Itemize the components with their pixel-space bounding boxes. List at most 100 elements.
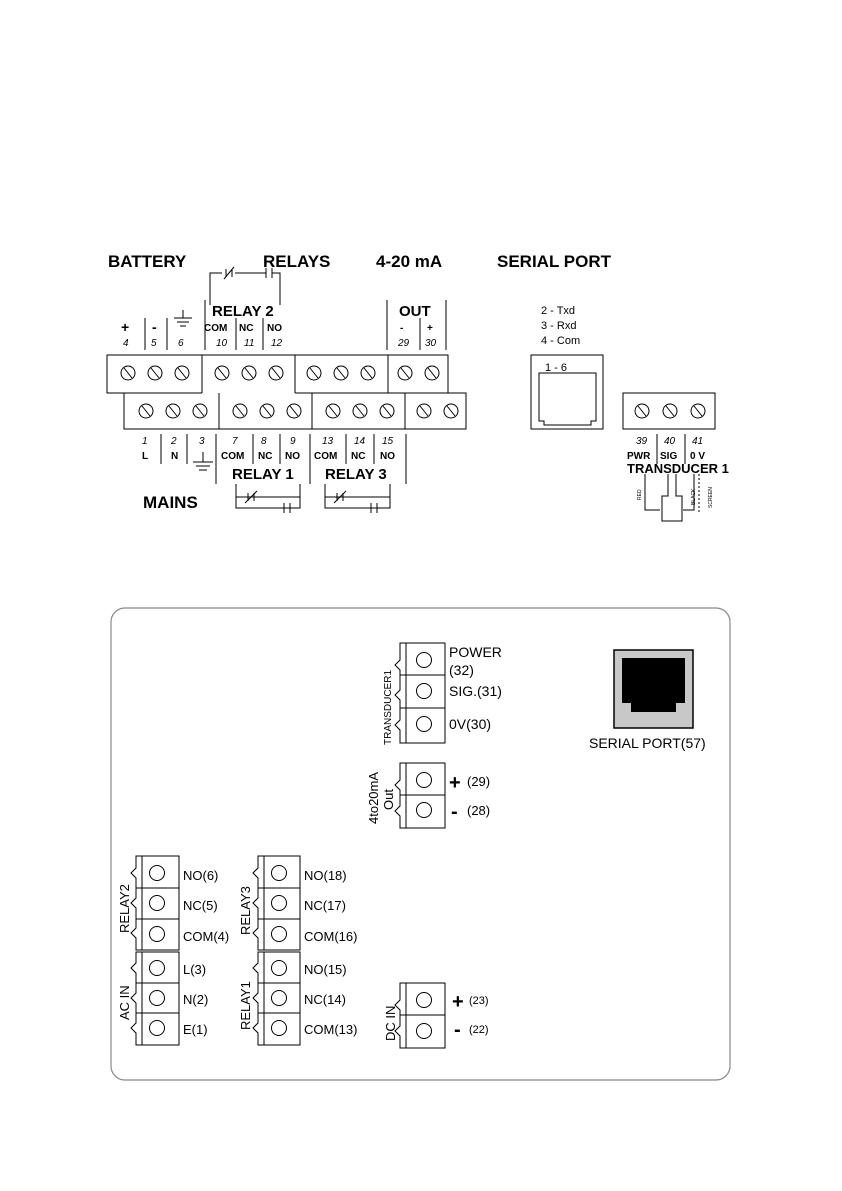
term2-label: N [171, 451, 178, 462]
relay2-title: RELAY 2 [212, 303, 274, 320]
term41-number: 41 [692, 436, 703, 447]
term7-number: 7 [232, 436, 238, 447]
relay1-title: RELAY 1 [232, 466, 294, 483]
upper-separators [144, 300, 447, 350]
term5-number: 5 [151, 338, 157, 349]
relay1-no-pin: NO(15) [304, 962, 347, 977]
relay3-connector [252, 855, 301, 951]
term3-number: 3 [199, 436, 205, 447]
wire-black-label: BLACK [691, 488, 697, 505]
term5-label: - [152, 319, 157, 335]
term39-number: 39 [636, 436, 648, 447]
serial-pin-txd: 2 - Txd [541, 305, 575, 317]
term39-label: PWR [627, 451, 651, 462]
term6-number: 6 [178, 338, 184, 349]
relays-header: RELAYS [263, 252, 330, 271]
transducer-1-title: TRANSDUCER 1 [627, 461, 729, 476]
term4-label: + [121, 319, 129, 335]
mains-header: MAINS [143, 493, 198, 512]
dc-minus-code: (22) [469, 1024, 489, 1036]
4to20ma-out-connector [394, 762, 446, 829]
transducer-wiring [644, 474, 700, 522]
term13-label: COM [314, 451, 337, 462]
dc-plus-code: (23) [469, 995, 489, 1007]
serial-pin-com: 4 - Com [541, 335, 580, 347]
term12-label: NO [267, 323, 282, 334]
transducer1-label: TRANSDUCER1 [383, 670, 394, 745]
relay3-contact-symbol [324, 484, 391, 513]
dc-in-label: DC IN [383, 1006, 398, 1041]
term1-number: 1 [142, 436, 148, 447]
relay1-com-pin: COM(13) [304, 1022, 357, 1037]
lower-separators [160, 434, 407, 484]
term8-label: NC [258, 451, 272, 462]
relay2-no-pin: NO(6) [183, 868, 218, 883]
term41-label: 0 V [690, 451, 705, 462]
transducer-power-pin: POWER [449, 644, 502, 660]
transducer-power-code: (32) [449, 662, 474, 678]
term12-number: 12 [271, 338, 283, 349]
term9-number: 9 [290, 436, 296, 447]
relay2-connector [130, 855, 180, 951]
ma-minus-code: (28) [467, 803, 490, 818]
term10-label: COM [204, 323, 227, 334]
4-20ma-header: 4-20 mA [376, 252, 442, 271]
term14-label: NC [351, 451, 365, 462]
term13-number: 13 [322, 436, 334, 447]
terminal-block-outline [106, 354, 467, 430]
term11-number: 11 [244, 338, 254, 349]
relay3-label: RELAY3 [238, 886, 253, 935]
term1-label: L [142, 451, 148, 462]
relay2-com-pin: COM(4) [183, 929, 229, 944]
relay1-label: RELAY1 [238, 981, 253, 1030]
ma-plus-sign: + [449, 772, 461, 794]
relay2-nc-pin: NC(5) [183, 898, 218, 913]
transducer-screws [634, 403, 706, 419]
dc-plus-sign: + [452, 991, 464, 1013]
dc-in-connector [394, 982, 446, 1049]
ac-e-pin: E(1) [183, 1022, 208, 1037]
upper-screw-row [120, 365, 440, 381]
term2-number: 2 [170, 436, 177, 447]
earth-ground-icon [193, 452, 213, 471]
out-title: OUT [399, 303, 431, 320]
transducer1-connector [394, 642, 446, 744]
ma-plus-code: (29) [467, 774, 490, 789]
term10-number: 10 [216, 338, 228, 349]
serial-port-rj-icon [613, 649, 694, 729]
ac-in-label: AC IN [117, 985, 132, 1020]
ground-icon [174, 310, 192, 327]
term11-label: NC [239, 323, 253, 334]
serial-pin-rxd: 3 - Rxd [541, 320, 576, 332]
relay2-label: RELAY2 [117, 884, 132, 933]
out-label: Out [381, 789, 396, 810]
term9-label: NO [285, 451, 300, 462]
transducer-0v-pin: 0V(30) [449, 716, 491, 732]
serial-port-57-label: SERIAL PORT(57) [589, 735, 706, 751]
term40-label: SIG [660, 451, 677, 462]
relay2-contact-symbol [209, 266, 281, 305]
wire-screen-label: SCREEN [708, 487, 714, 508]
term15-number: 15 [382, 436, 394, 447]
transducer-sig-pin: SIG.(31) [449, 683, 502, 699]
4to20ma-label: 4to20mA [366, 772, 381, 824]
relay3-title: RELAY 3 [325, 466, 387, 483]
ac-n-pin: N(2) [183, 992, 208, 1007]
wire-red-label: RED [637, 489, 643, 500]
term14-number: 14 [354, 436, 366, 447]
ac-in-connector [130, 951, 180, 1046]
relay1-connector [252, 951, 301, 1046]
serial-port-header: SERIAL PORT [497, 252, 612, 271]
term30-label: + [427, 323, 433, 334]
ma-minus-sign: - [451, 801, 458, 823]
relay1-contact-symbol [235, 484, 301, 513]
terminal-block-dividers [124, 355, 448, 429]
dc-minus-sign: - [454, 1019, 461, 1041]
relay3-com-pin: COM(16) [304, 929, 357, 944]
relay1-nc-pin: NC(14) [304, 992, 346, 1007]
term7-label: COM [221, 451, 244, 462]
term29-number: 29 [397, 338, 410, 349]
term4-number: 4 [123, 338, 129, 349]
transducer-separators [656, 434, 686, 464]
